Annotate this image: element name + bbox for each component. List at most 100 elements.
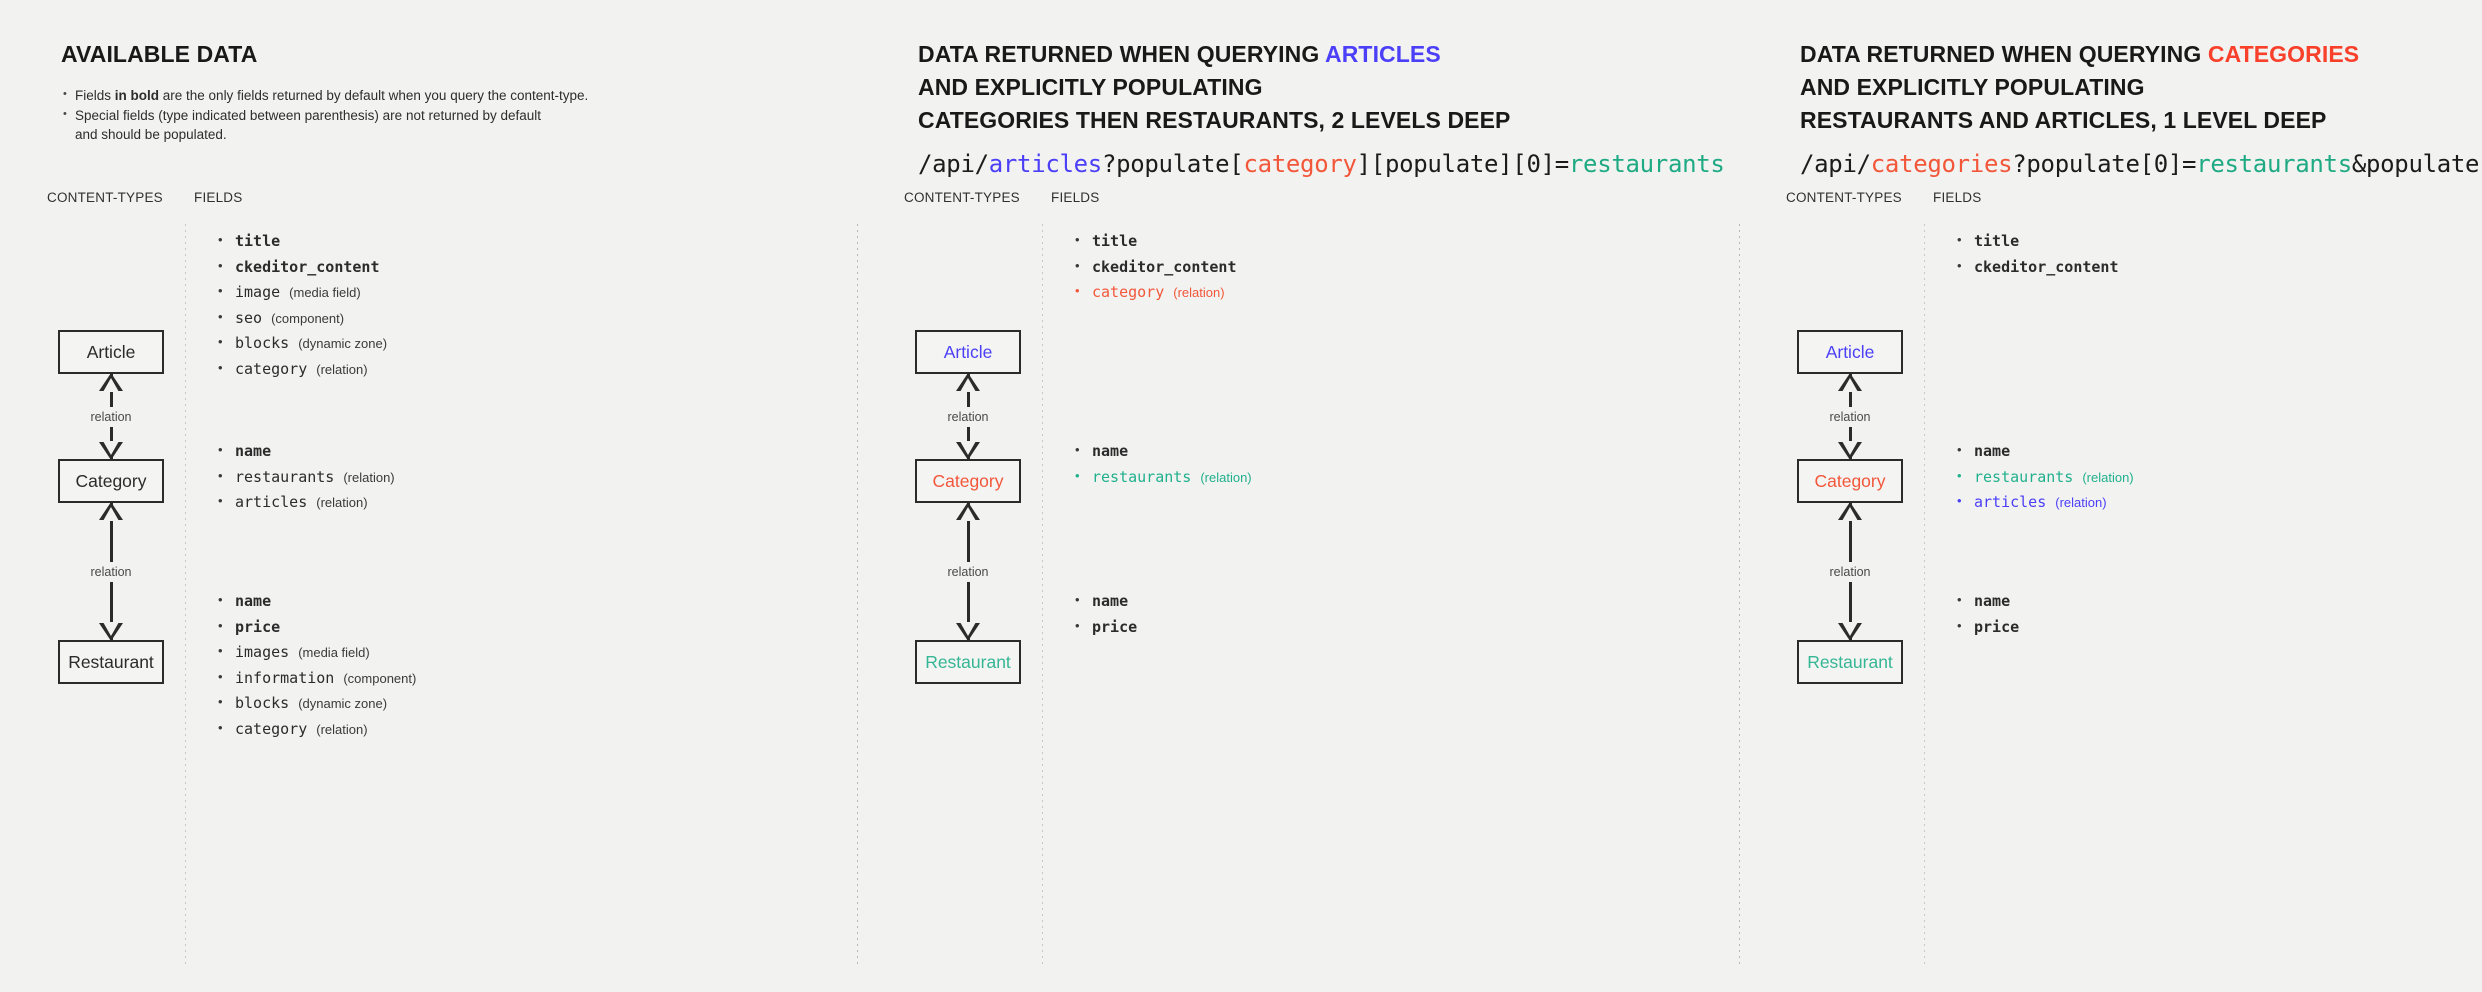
field-row: •name xyxy=(1957,442,2134,468)
bullet-icon: • xyxy=(1075,442,1080,457)
arrow-down-icon xyxy=(99,441,123,460)
heading-line-1: DATA RETURNED WHEN QUERYING CATEGORIES xyxy=(1800,38,2359,71)
column-label-fields: FIELDS xyxy=(194,190,243,205)
bullet-icon: • xyxy=(1957,257,1962,273)
api-url-token: /api/ xyxy=(1800,150,1871,178)
field-row: •articles(relation) xyxy=(218,493,395,519)
content-type-box: Category xyxy=(915,459,1021,503)
field-row: •restaurants(relation) xyxy=(1957,468,2134,494)
relation-label: relation xyxy=(85,406,137,427)
api-url-token: ?populate[0]= xyxy=(2012,150,2197,178)
api-url-token: /api/ xyxy=(918,150,989,178)
field-name: name xyxy=(1092,442,1129,460)
relation-label: relation xyxy=(942,561,994,582)
api-url-token: ][populate][0]= xyxy=(1356,150,1570,178)
column-divider xyxy=(1042,224,1043,964)
bullet-icon: • xyxy=(1957,617,1962,633)
column-label-fields: FIELDS xyxy=(1051,190,1100,205)
field-name: blocks xyxy=(235,694,290,712)
arrow-down-icon xyxy=(956,441,980,460)
field-row: • name xyxy=(1075,442,1252,468)
field-list: •name• price xyxy=(1957,592,2019,643)
bullet-icon: • xyxy=(218,442,223,457)
bullet-icon: • xyxy=(1075,592,1080,607)
api-url: /api/categories?populate[0]=restaurants&… xyxy=(1800,150,2482,178)
api-url-token: articles xyxy=(988,150,1103,178)
api-url-token: &populate[1]= xyxy=(2351,150,2482,178)
column-label-content-types: CONTENT-TYPES xyxy=(1786,190,1902,205)
relation-connector: relation xyxy=(81,373,141,460)
bullet-icon: • xyxy=(218,719,223,735)
field-name: images xyxy=(235,643,290,661)
bullet-icon: • xyxy=(1075,257,1080,273)
field-name: articles xyxy=(1974,493,2047,511)
relation-connector: relation xyxy=(1820,502,1880,641)
field-name: image xyxy=(235,283,281,301)
field-name: price xyxy=(1974,617,2020,636)
relation-connector: relation xyxy=(1820,373,1880,460)
bullet-icon: • xyxy=(1075,467,1080,483)
field-name: title xyxy=(1092,232,1138,250)
relation-connector: relation xyxy=(81,502,141,641)
arrow-up-icon xyxy=(1838,502,1862,521)
field-type: (relation) xyxy=(2055,495,2107,510)
content-type-box: Restaurant xyxy=(58,640,164,684)
arrow-down-icon xyxy=(956,622,980,641)
bullet-icon: • xyxy=(1957,467,1962,483)
bullet-icon: • xyxy=(1075,283,1080,298)
field-row: •image(media field) xyxy=(218,283,387,309)
field-list: •name•restaurants(relation)• articles (rel… xyxy=(1957,442,2134,519)
field-row: •name xyxy=(1075,592,1137,618)
arrow-down-icon xyxy=(1838,441,1862,460)
content-type-box: Article xyxy=(1797,330,1903,374)
heading-prefix: DATA RETURNED WHEN QUERYING xyxy=(918,41,1325,67)
field-row: •ckeditor_content xyxy=(1957,258,2119,284)
bullet-icon: • xyxy=(218,668,223,684)
column-label-content-types: CONTENT-TYPES xyxy=(904,190,1020,205)
field-name: category xyxy=(1092,283,1165,301)
field-name: price xyxy=(1092,617,1138,636)
field-list: •title•ckeditor_content•image(media fiel… xyxy=(218,232,387,385)
bullet-icon: • xyxy=(1957,493,1962,508)
bullet-icon: • xyxy=(218,694,223,709)
bullet-icon: • xyxy=(218,359,223,375)
content-type-box: Article xyxy=(58,330,164,374)
bullet-icon: • xyxy=(1075,617,1080,633)
relation-connector: relation xyxy=(938,373,998,460)
arrow-up-icon xyxy=(956,373,980,392)
field-type: (relation) xyxy=(316,721,368,737)
field-list: • title •ckeditor_content xyxy=(1957,232,2119,283)
field-name: ckeditor_content xyxy=(235,257,380,276)
note-item: Fields in bold are the only fields retur… xyxy=(61,85,661,105)
content-type-box: Restaurant xyxy=(1797,640,1903,684)
api-url-token: categories xyxy=(1870,150,2013,178)
field-type: (relation) xyxy=(1200,469,1252,485)
field-row: •images(media field) xyxy=(218,643,416,669)
bullet-icon: • xyxy=(218,467,223,483)
bullet-icon: • xyxy=(218,617,223,633)
bullet-icon: • xyxy=(218,334,223,349)
bullet-icon: • xyxy=(218,643,223,658)
field-type: (relation) xyxy=(1173,285,1225,300)
field-row: • restaurants (relation) xyxy=(1075,468,1252,494)
relation-label: relation xyxy=(1824,561,1876,582)
field-type: (relation) xyxy=(2082,469,2134,485)
field-name: restaurants xyxy=(1092,467,1192,486)
arrow-up-icon xyxy=(99,502,123,521)
relation-label: relation xyxy=(942,406,994,427)
field-row: •name xyxy=(1957,592,2019,618)
content-type-box: Article xyxy=(915,330,1021,374)
notes-list: Fields in bold are the only fields retur… xyxy=(61,85,661,145)
field-type: (dynamic zone) xyxy=(298,696,388,711)
field-name: title xyxy=(1974,232,2020,250)
heading-line-2: AND EXPLICITLY POPULATING xyxy=(1800,74,2145,100)
heading-line-1: DATA RETURNED WHEN QUERYING ARTICLES xyxy=(918,38,1510,71)
field-row: • blocks (dynamic zone) xyxy=(218,694,416,720)
field-name: seo xyxy=(235,308,263,327)
field-row: •category(relation) xyxy=(218,360,387,386)
arrow-up-icon xyxy=(956,502,980,521)
arrow-up-icon xyxy=(1838,373,1862,392)
field-list: • name • restaurants (relation) xyxy=(1075,442,1252,493)
